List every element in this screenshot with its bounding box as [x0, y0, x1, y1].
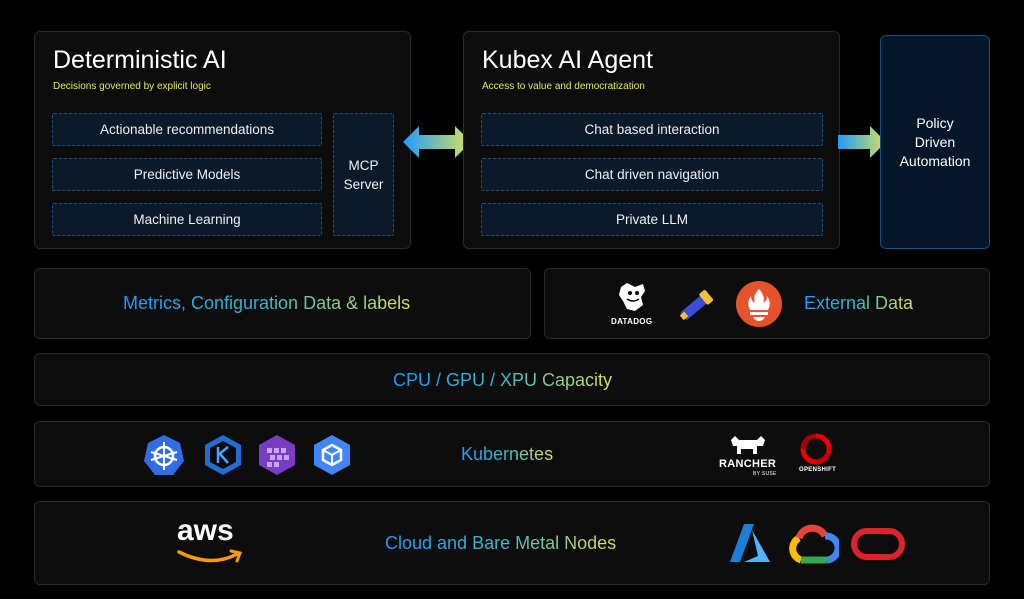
chat-based-interaction-box: Chat based interaction — [481, 113, 823, 146]
kubernetes-label: Kubernetes — [461, 444, 554, 464]
chat-driven-navigation-box: Chat driven navigation — [481, 158, 823, 191]
rancher-logo-text: RANCHER — [719, 458, 777, 470]
gcp-logo — [789, 524, 839, 564]
prometheus-logo — [736, 281, 782, 327]
kubex-ai-agent-title: Kubex AI Agent — [482, 46, 653, 74]
telescope-logo — [679, 290, 713, 321]
oracle-logo — [851, 528, 905, 560]
openshift-logo — [800, 433, 832, 465]
kubex-ai-agent-subtitle: Access to value and democratization — [482, 81, 645, 92]
cloud-panel: aws Cloud and Bare Metal Nodes — [34, 501, 990, 585]
aws-logo — [177, 549, 243, 563]
metrics-label: Metrics, Configuration Data & labels — [123, 293, 411, 313]
external-data-panel: DATADOG External Data — [544, 268, 990, 339]
eks-logo — [205, 435, 241, 475]
aws-logo-text: aws — [177, 514, 234, 547]
kubex-ai-agent-panel: Kubex AI Agent Access to value and democ… — [463, 31, 840, 249]
kubernetes-panel: Kubernetes RANCHER BY SUSE OPENSHIFT — [34, 421, 990, 487]
cloud-label: Cloud and Bare Metal Nodes — [385, 533, 617, 553]
deterministic-ai-title: Deterministic AI — [53, 46, 227, 74]
machine-learning-box: Machine Learning — [52, 203, 322, 236]
external-data-label: External Data — [804, 293, 914, 313]
actionable-recommendations-box: Actionable recommendations — [52, 113, 322, 146]
openshift-logo-text: OPENSHIFT — [799, 467, 837, 473]
gke-logo — [314, 435, 350, 475]
right-arrow — [838, 126, 886, 158]
capacity-label: CPU / GPU / XPU Capacity — [393, 370, 613, 390]
predictive-models-box: Predictive Models — [52, 158, 322, 191]
policy-driven-automation-label: Policy Driven Automation — [899, 114, 971, 169]
metrics-panel: Metrics, Configuration Data & labels — [34, 268, 531, 339]
azure-logo — [730, 524, 770, 562]
capacity-panel: CPU / GPU / XPU Capacity — [34, 353, 990, 406]
datadog-logo-text: DATADOG — [611, 317, 653, 326]
rancher-logo — [731, 436, 765, 454]
deterministic-ai-subtitle: Decisions governed by explicit logic — [53, 81, 211, 92]
aks-logo — [259, 435, 295, 475]
policy-driven-automation-box: Policy Driven Automation — [880, 35, 990, 249]
mcp-server-label: MCP Server — [343, 157, 384, 192]
kubernetes-logo — [144, 435, 184, 475]
deterministic-ai-panel: Deterministic AI Decisions governed by e… — [34, 31, 411, 249]
datadog-logo — [619, 283, 645, 311]
rancher-logo-subtext: BY SUSE — [753, 471, 777, 477]
bidirectional-arrow — [403, 126, 471, 158]
mcp-server-box: MCP Server — [333, 113, 394, 236]
private-llm-box: Private LLM — [481, 203, 823, 236]
